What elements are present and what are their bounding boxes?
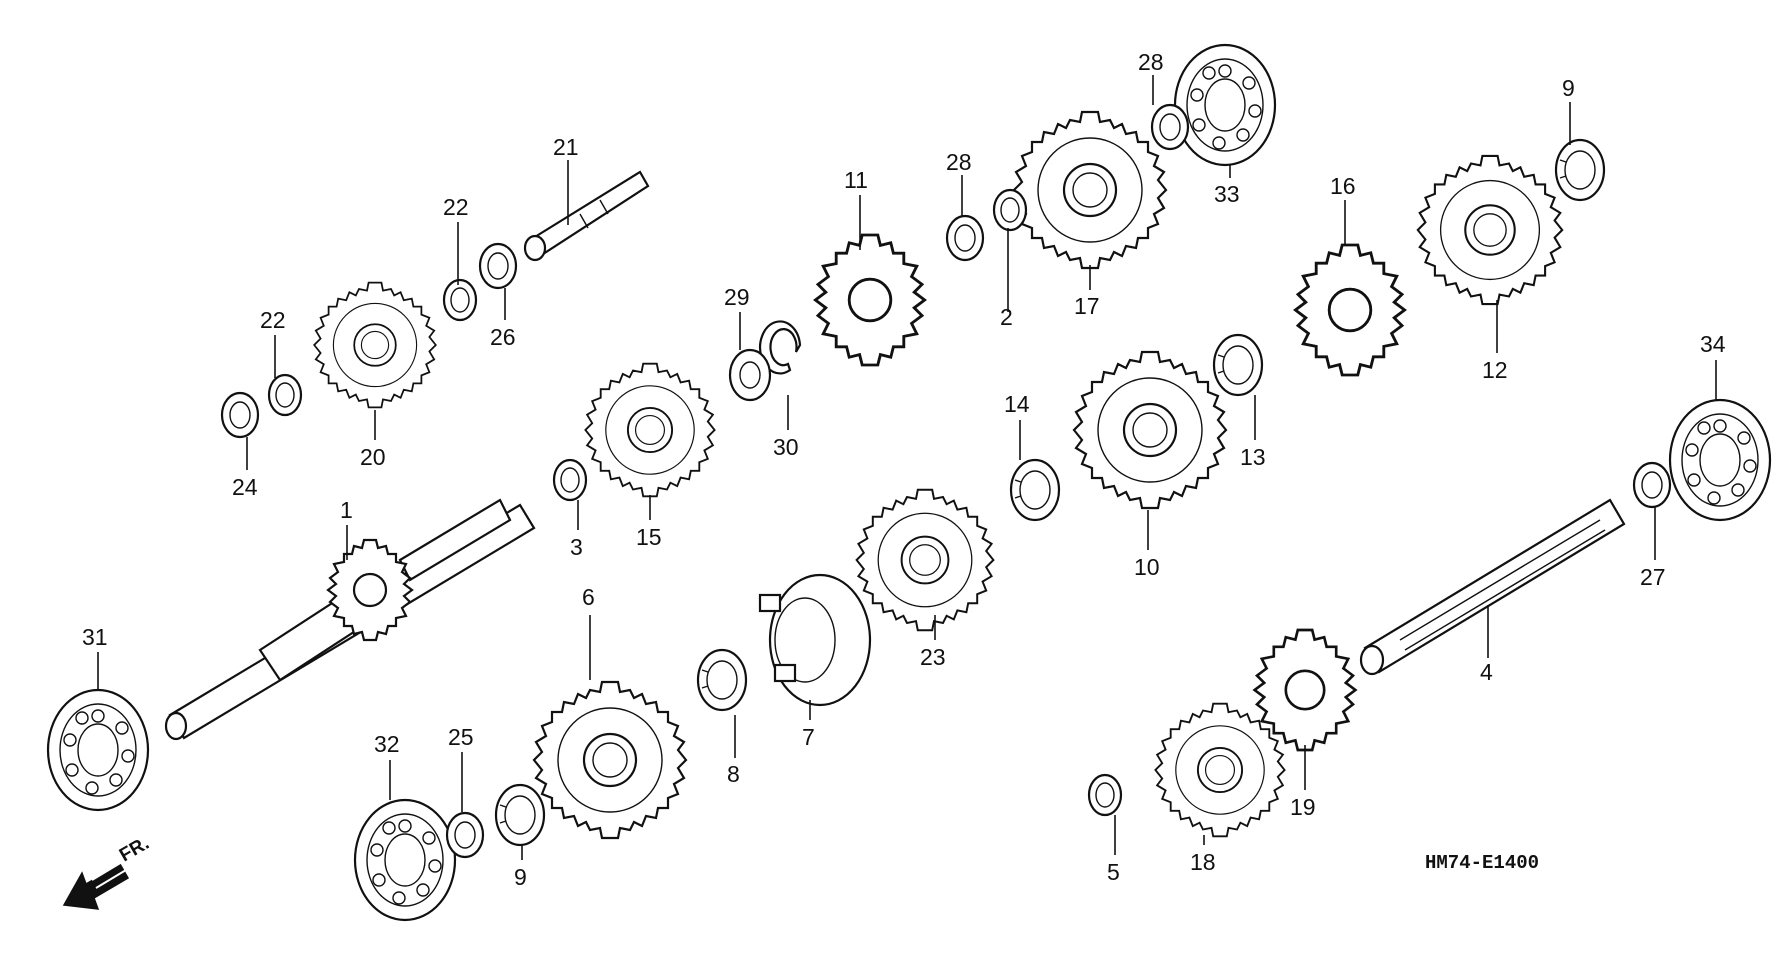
callout-8: 8: [727, 761, 740, 787]
callout-22-lower: 22: [260, 307, 286, 333]
gear-10: [1072, 350, 1228, 510]
callout-26: 26: [490, 324, 516, 350]
gear-6: [532, 680, 688, 840]
callout-3: 3: [570, 534, 583, 560]
callout-18: 18: [1190, 849, 1216, 875]
gear-20: [313, 281, 437, 409]
countershaft-4: [1359, 498, 1626, 676]
callout-22-upper: 22: [443, 194, 469, 220]
callout-labels: 1 2 3 4 5 6 7 8 9 9 10 11 12 13 14 15 16…: [82, 49, 1726, 890]
callout-34: 34: [1700, 331, 1726, 357]
callout-19: 19: [1290, 794, 1316, 820]
bushing-22-lower: [267, 373, 303, 417]
callout-1: 1: [340, 497, 353, 523]
gear-12: [1416, 154, 1564, 306]
callout-28-right: 28: [1138, 49, 1164, 75]
callout-16: 16: [1330, 173, 1356, 199]
callout-20: 20: [360, 444, 386, 470]
washer-26: [478, 242, 518, 290]
arrow-icon: [62, 862, 130, 910]
callout-25: 25: [448, 724, 474, 750]
bushing-14: [1009, 458, 1061, 522]
callout-23: 23: [920, 644, 946, 670]
spline-washer-29: [728, 348, 772, 402]
bushing-22-upper: [442, 278, 478, 322]
callout-14: 14: [1004, 391, 1030, 417]
callout-6: 6: [582, 584, 595, 610]
washer-28-left: [945, 214, 985, 262]
gear-23: [855, 488, 995, 632]
callout-28-left: 28: [946, 149, 972, 175]
callout-30: 30: [773, 434, 799, 460]
callout-9-lower: 9: [514, 864, 527, 890]
callout-32: 32: [374, 731, 400, 757]
bushing-3: [552, 458, 588, 502]
callout-9-upper: 9: [1562, 75, 1575, 101]
gear-11: [813, 233, 927, 367]
bearing-32: [353, 798, 457, 922]
bushing-13: [1212, 333, 1264, 397]
bearing-33: [1173, 43, 1277, 167]
callout-5: 5: [1107, 859, 1120, 885]
callout-15: 15: [636, 524, 662, 550]
drawing-code: HM74-E1400: [1425, 852, 1539, 874]
bushing-5: [1087, 773, 1123, 817]
gear-17: [1012, 110, 1168, 270]
needle-bearing-9-right: [1554, 138, 1606, 202]
needle-bearing-8: [696, 648, 748, 712]
callout-10: 10: [1134, 554, 1160, 580]
washer-24: [220, 391, 260, 439]
washer-28-right: [1150, 103, 1190, 151]
callout-24: 24: [232, 474, 258, 500]
bushing-2: [992, 188, 1028, 232]
gear-15: [584, 362, 716, 498]
washer-25: [445, 811, 485, 859]
dog-7: [758, 573, 872, 707]
bearing-34: [1668, 398, 1772, 522]
needle-bearing-9-left: [494, 783, 546, 847]
callout-21: 21: [553, 134, 579, 160]
callout-33: 33: [1214, 181, 1240, 207]
callout-27: 27: [1640, 564, 1666, 590]
leader-lines: [97, 75, 1717, 860]
callout-13: 13: [1240, 444, 1266, 470]
bearing-31: [46, 688, 150, 812]
front-direction-arrow: FR.: [62, 833, 153, 910]
callout-12: 12: [1482, 357, 1508, 383]
callout-11: 11: [844, 167, 868, 193]
gear-16: [1293, 243, 1407, 377]
callout-7: 7: [802, 724, 815, 750]
callout-4: 4: [1480, 659, 1493, 685]
shaft-21: [523, 170, 650, 262]
callout-31: 31: [82, 624, 108, 650]
callout-29: 29: [724, 284, 750, 310]
callout-2: 2: [1000, 304, 1013, 330]
gear-18: [1154, 702, 1286, 838]
callout-17: 17: [1074, 293, 1100, 319]
washer-27: [1632, 461, 1672, 509]
